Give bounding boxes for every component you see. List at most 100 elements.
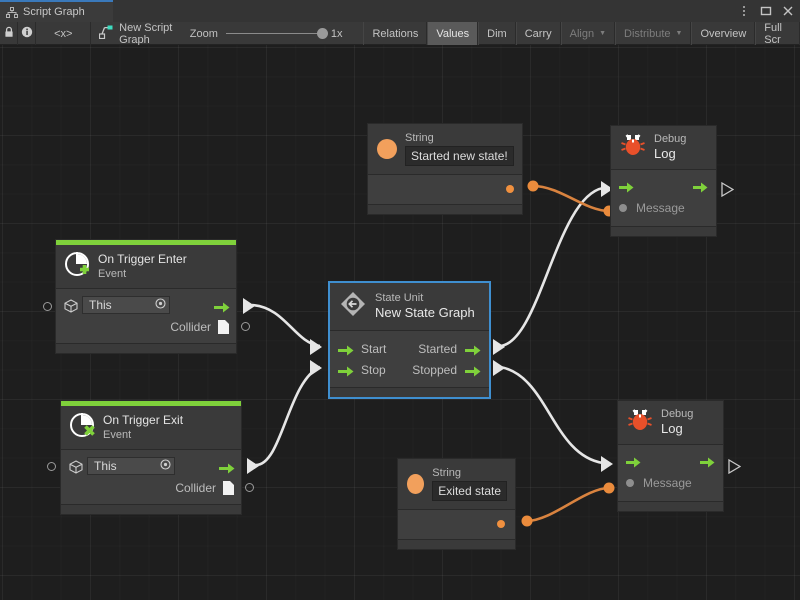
on-trigger-exit-subtitle: Event <box>103 428 132 441</box>
state-unit-stopped-output-port[interactable] <box>465 364 481 377</box>
state-unit-stopped-label: Stopped <box>412 362 457 377</box>
toolbar-button-dim[interactable]: Dim <box>478 22 516 45</box>
debug-log-node-enter-flow-output-port-inner[interactable] <box>693 180 708 192</box>
debug-log-node-exit-footer <box>618 501 723 511</box>
toolbar-button-carry[interactable]: Carry <box>515 22 561 45</box>
toolbar-button-values[interactable]: Values <box>427 22 479 45</box>
on-trigger-exit-footer <box>61 504 241 514</box>
debug-log-node-enter-message-input-port[interactable] <box>619 204 627 212</box>
on-trigger-exit-body: This <box>61 450 241 504</box>
on-trigger-exit-accent-bar <box>61 401 241 406</box>
zoom-slider[interactable] <box>225 28 328 39</box>
on-trigger-exit-flow-output-port[interactable] <box>219 461 235 473</box>
state-unit-start-input-port[interactable] <box>338 343 354 356</box>
graph-name-display[interactable]: New Script Graph <box>91 21 186 46</box>
connection-wires <box>243 180 615 527</box>
string-node-exit-value-field[interactable]: Exited state <box>432 480 507 502</box>
toolbar-button-overview-label: Overview <box>700 27 747 40</box>
info-button[interactable] <box>18 22 37 45</box>
string-circle-icon <box>407 474 425 495</box>
state-unit-stop-label: Stop <box>361 362 386 377</box>
debug-log-node-enter-message-label: Message <box>636 201 685 215</box>
on-trigger-enter-flow-output-port[interactable] <box>214 300 230 312</box>
on-trigger-exit-node[interactable]: On Trigger Exit Event This <box>60 400 242 515</box>
toolbar-button-distribute-label: Distribute <box>624 27 671 40</box>
string-node-exit-subtitle: String <box>432 467 462 479</box>
wire-flow-stopped-to-log2 <box>499 365 604 465</box>
state-unit-started-output-port[interactable] <box>465 343 481 356</box>
lock-icon <box>3 26 15 41</box>
graph-icon <box>6 6 18 18</box>
toolbar-button-overview[interactable]: Overview <box>691 22 756 45</box>
flow-arrowhead-enter-source <box>243 298 255 314</box>
graph-canvas[interactable]: String Started new state! <box>0 45 800 600</box>
on-trigger-exit-target-field[interactable]: This <box>87 457 175 475</box>
toolbar-button-relations[interactable]: Relations <box>363 22 428 45</box>
more-options-icon[interactable] <box>737 5 750 18</box>
debug-log-node-enter-flow-input-port[interactable] <box>619 180 634 192</box>
string-node-exit-body <box>398 510 515 540</box>
state-unit-title: New State Graph <box>375 304 475 320</box>
on-trigger-exit-title: On Trigger Exit <box>103 412 184 427</box>
on-trigger-enter-node[interactable]: On Trigger Enter Event This <box>55 239 237 354</box>
state-unit-body: Start Started Stop <box>330 331 489 387</box>
flow-arrowhead-log2 <box>601 456 613 472</box>
close-icon[interactable] <box>781 5 794 18</box>
flow-arrowhead-stop <box>310 360 322 376</box>
value-wire-dot-source2 <box>521 515 533 527</box>
string-node-enter-value-field[interactable]: Started new state! <box>405 145 514 167</box>
state-unit-node[interactable]: State Unit New State Graph Start Started <box>329 282 490 398</box>
state-unit-start-label: Start <box>361 341 387 356</box>
debug-log-node-enter-subtitle: Debug <box>654 133 687 146</box>
on-trigger-exit-target-value: This <box>94 459 117 473</box>
string-node-exit-value-output-port[interactable] <box>497 520 505 529</box>
on-trigger-enter-target-field[interactable]: This <box>82 296 170 314</box>
debug-log-enter-flow-output-port[interactable] <box>721 181 735 202</box>
maximize-icon[interactable] <box>759 5 772 18</box>
state-unit-stop-input-port[interactable] <box>338 364 354 377</box>
collider-document-port-icon[interactable] <box>223 481 234 495</box>
tab-label: Script Graph <box>23 5 85 18</box>
wire-flow-started-to-log1 <box>499 186 604 348</box>
graph-name-label: New Script Graph <box>119 21 173 46</box>
debug-log-exit-flow-output-port[interactable] <box>728 458 742 479</box>
debug-log-node-enter-header: Debug Log <box>611 126 716 170</box>
string-circle-icon <box>377 139 397 160</box>
on-trigger-enter-body: This <box>56 289 236 343</box>
target-picker-icon[interactable] <box>160 459 171 473</box>
toolbar-spacer <box>349 22 363 45</box>
tab-script-graph[interactable]: Script Graph <box>0 0 113 22</box>
state-unit-started-label: Started <box>418 341 457 356</box>
debug-log-node-enter[interactable]: Debug Log Message <box>610 125 717 237</box>
toolbar-button-dim-label: Dim <box>487 27 507 40</box>
collider-document-port-icon[interactable] <box>218 320 229 334</box>
zoom-control[interactable]: Zoom 1x <box>186 22 350 45</box>
on-trigger-exit-collider-output-port[interactable] <box>245 483 254 492</box>
on-trigger-enter-target-value: This <box>89 298 112 312</box>
state-unit-footer <box>330 387 489 397</box>
toolbar-button-distribute[interactable]: Distribute ▼ <box>615 22 692 45</box>
info-icon <box>21 26 33 41</box>
on-trigger-exit-target-input-port[interactable] <box>47 462 56 471</box>
wire-flow-exit-to-stop <box>255 365 321 467</box>
string-node-exit[interactable]: String Exited state <box>397 458 516 551</box>
debug-log-node-exit[interactable]: Debug Log Message <box>617 400 724 512</box>
wire-value-string2-to-message2 <box>526 486 610 523</box>
debug-log-node-exit-flow-input-port[interactable] <box>626 455 641 467</box>
toolbar-button-align[interactable]: Align ▼ <box>560 22 616 45</box>
on-trigger-enter-collider-output-port[interactable] <box>241 322 250 331</box>
debug-log-node-exit-flow-output-port-inner[interactable] <box>700 455 715 467</box>
string-node-exit-footer <box>398 539 515 550</box>
lock-button[interactable] <box>0 22 19 45</box>
debug-log-node-exit-message-label: Message <box>643 476 692 490</box>
zoom-slider-handle[interactable] <box>316 28 328 39</box>
code-view-button[interactable]: <x> <box>36 22 92 45</box>
debug-log-node-exit-message-input-port[interactable] <box>626 479 634 487</box>
toolbar-button-fullscreen[interactable]: Full Scr <box>755 22 800 46</box>
on-trigger-enter-target-input-port[interactable] <box>43 302 52 311</box>
toolbar-button-carry-label: Carry <box>524 27 552 40</box>
target-picker-icon[interactable] <box>155 298 166 312</box>
string-node-enter-value-output-port[interactable] <box>506 185 514 194</box>
debug-log-node-exit-body: Message <box>618 445 723 501</box>
string-node-enter[interactable]: String Started new state! <box>367 123 523 216</box>
